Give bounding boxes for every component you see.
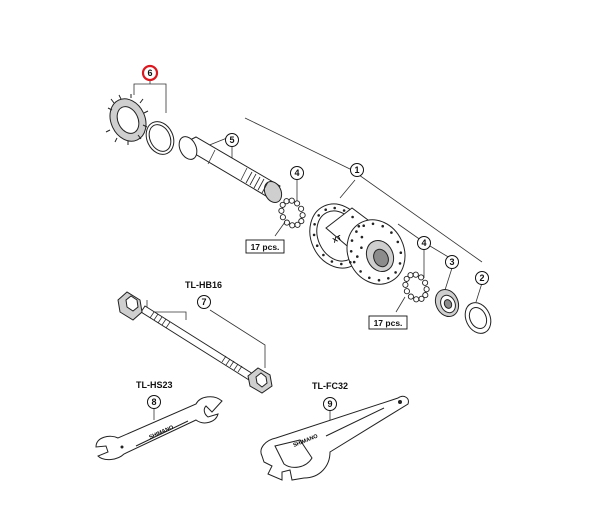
bearing-ball <box>299 212 306 219</box>
callout-7: 7 <box>197 295 211 309</box>
spoke-hole <box>349 261 352 264</box>
callout-label: 5 <box>229 135 234 145</box>
ball-ring-lower <box>402 271 430 303</box>
spoke-hole <box>357 225 361 228</box>
spoke-hole <box>359 270 362 273</box>
spoke-hole <box>312 233 316 237</box>
bearing-ball <box>422 279 429 286</box>
bearing-ball <box>283 219 290 226</box>
callout-label: 9 <box>327 399 332 409</box>
callout-label: 8 <box>151 397 156 407</box>
callout-9: 9 <box>323 397 337 411</box>
spoke-hole <box>387 277 390 280</box>
tl-hs23-tool: SHIMANO <box>95 396 223 461</box>
callout-label: 2 <box>479 273 484 283</box>
spoke-hole <box>390 231 393 234</box>
bearing-ball <box>294 221 301 228</box>
callout-label: 3 <box>449 257 454 267</box>
spoke-hole <box>368 276 371 280</box>
bearing-ball <box>407 272 414 279</box>
bearing-ball <box>298 205 305 212</box>
spoke-hole <box>315 244 319 247</box>
bearing-ball <box>294 200 301 207</box>
hub-body-part: XT <box>309 203 406 285</box>
spoke-hole <box>360 246 363 249</box>
callout-label: 1 <box>354 165 359 175</box>
ball-count-label: 17 pcs. <box>374 318 403 328</box>
bearing-ball <box>418 274 425 281</box>
spoke-hole <box>324 208 328 211</box>
bearing-ball <box>278 207 285 214</box>
spoke-hole <box>340 262 343 266</box>
spoke-hole <box>360 235 364 239</box>
tl-fc32-label: TL-FC32 <box>312 381 348 391</box>
callout-5: 5 <box>225 133 239 147</box>
spoke-hole <box>398 262 402 265</box>
callout-label: 4 <box>421 238 426 248</box>
bearing-ball <box>403 275 410 282</box>
lock-nut-part <box>105 94 149 145</box>
spoke-hole <box>362 224 366 227</box>
bearing-ball <box>279 214 286 221</box>
spoke-hole <box>322 253 325 257</box>
spoke-hole <box>330 260 334 263</box>
bearing-ball <box>283 198 290 205</box>
spoke-hole <box>371 222 375 226</box>
spoke-hole <box>355 230 358 233</box>
washer-part <box>145 121 175 155</box>
spoke-hole <box>396 240 400 244</box>
callout-1: 1 <box>350 163 364 177</box>
ball-count-label: 17 pcs. <box>251 242 280 252</box>
spoke-hole <box>313 223 316 226</box>
tl-hb16-tool <box>117 291 273 394</box>
bearing-ball <box>288 197 295 204</box>
callout-label: 4 <box>294 168 299 178</box>
bearing-ball <box>402 281 409 288</box>
callout-label: 6 <box>147 68 152 78</box>
dust-cap-part <box>464 302 492 334</box>
spoke-hole <box>381 224 385 228</box>
spoke-hole <box>349 250 353 253</box>
spoke-hole <box>394 271 397 274</box>
spoke-hole <box>350 239 354 242</box>
spoke-hole <box>377 278 381 282</box>
ball-count-lower: 17 pcs. <box>368 296 408 330</box>
bearing-ball <box>413 296 420 303</box>
bearing-ball <box>403 288 410 295</box>
spoke-hole <box>399 251 403 254</box>
hub-axle-part <box>178 136 283 204</box>
bearing-ball <box>423 286 430 293</box>
spoke-hole <box>317 214 321 217</box>
bearing-ball <box>422 292 429 299</box>
tl-fc32-tool: SHIMANO <box>260 395 409 481</box>
bearing-ball <box>279 201 286 208</box>
spoke-hole <box>342 209 346 212</box>
bearing-ball <box>289 222 296 229</box>
bearing-ball <box>418 295 425 302</box>
spoke-hole <box>356 255 359 258</box>
callout-8: 8 <box>147 395 161 409</box>
spoke-hole <box>333 206 337 210</box>
bearing-ball <box>407 293 414 300</box>
spoke-hole <box>351 215 354 219</box>
bearing-ball <box>298 218 305 225</box>
callout-4-upper: 4 <box>290 166 304 180</box>
callout-6-highlighted: 6 <box>141 64 159 82</box>
callout-3: 3 <box>445 255 459 269</box>
spoke-hole <box>352 260 356 264</box>
callout-4-lower: 4 <box>417 236 431 250</box>
tl-hb16-label: TL-HB16 <box>185 280 222 290</box>
callout-2: 2 <box>475 271 489 285</box>
cone-part <box>434 288 460 318</box>
leader-lines <box>133 80 483 424</box>
svg-text:XT: XT <box>332 234 344 244</box>
ball-ring-upper <box>278 197 306 229</box>
callout-label: 7 <box>201 297 206 307</box>
bearing-ball <box>412 271 419 278</box>
tl-hs23-label: TL-HS23 <box>136 380 173 390</box>
ball-count-upper: 17 pcs. <box>245 221 286 254</box>
